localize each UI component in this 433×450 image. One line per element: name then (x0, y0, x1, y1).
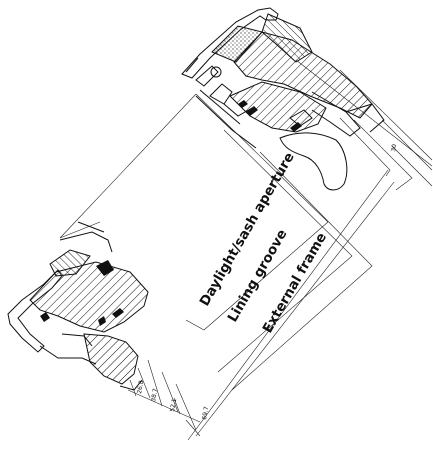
dimension-lines (127, 59, 433, 441)
dim-69-7: 69.7 (201, 406, 210, 421)
section-labels: Daylight/sash aperture Lining groove Ext… (197, 150, 330, 336)
bottom-sill-hatched (83, 333, 139, 385)
bottom-frame-hatched (29, 261, 149, 333)
top-sash-hatched (229, 81, 327, 133)
dimension-labels: 26.8 38.7 52.1 69.7 30 (136, 143, 398, 420)
dim-26-8: 26.8 (136, 380, 145, 395)
dim-38-7: 38.7 (150, 388, 159, 403)
top-frame-right-block (261, 13, 313, 63)
dim-52-1: 52.1 (169, 398, 178, 413)
bottom-frame-section (7, 221, 149, 391)
bottom-cladding-profile (7, 269, 63, 353)
bottom-block-cross (49, 249, 91, 277)
dim-30: 30 (390, 143, 398, 152)
aperture-outlines (59, 93, 391, 391)
top-handle-profile (279, 132, 348, 191)
top-frame-section (181, 7, 385, 191)
